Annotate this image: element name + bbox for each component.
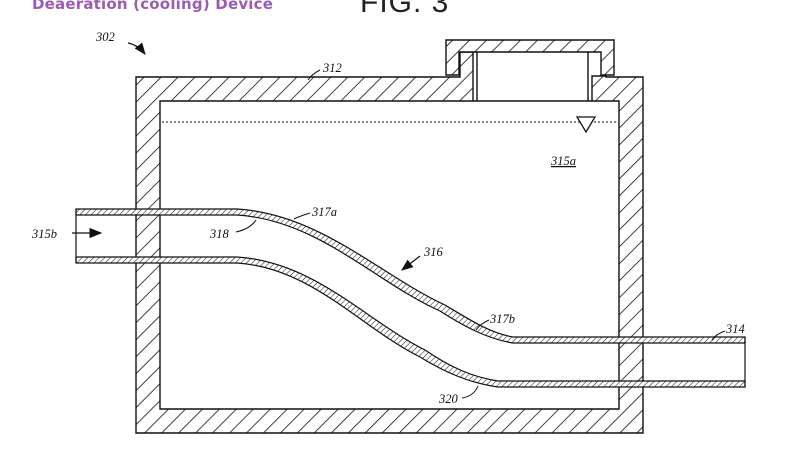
liquid-level-indicator-icon xyxy=(575,116,597,134)
label-outlet-pipe: 314 xyxy=(725,322,745,336)
pipe-upper-wall xyxy=(75,208,746,344)
label-liquid-region: 315a xyxy=(550,154,576,168)
leader-housing xyxy=(307,69,321,81)
diagram-caption: Deaeration (cooling) Device xyxy=(32,0,274,13)
leader-upper-bend-end xyxy=(475,319,490,331)
label-outlet-joint: 320 xyxy=(438,392,459,406)
figure-title: FIG. 3 xyxy=(360,0,450,19)
label-device: 302 xyxy=(95,30,115,44)
leader-upper-bend-start xyxy=(293,212,311,220)
pipe-lower-wall xyxy=(75,256,746,388)
label-transition-pipe: 316 xyxy=(423,245,444,259)
transition-pipe-arrow xyxy=(401,255,421,271)
label-upper-bend-start: 317a xyxy=(311,205,337,219)
leader-outlet-pipe xyxy=(711,330,726,341)
label-inlet-flow: 315b xyxy=(31,227,57,241)
housing-wall xyxy=(135,51,644,434)
label-inlet-joint: 318 xyxy=(209,227,230,241)
label-upper-bend-end: 317b xyxy=(489,312,515,326)
fill-port-cap xyxy=(445,39,615,76)
leader-inlet-joint xyxy=(235,219,257,233)
label-housing: 312 xyxy=(322,61,342,75)
leader-outlet-joint xyxy=(461,385,479,399)
device-pointer-arrow xyxy=(127,42,146,55)
